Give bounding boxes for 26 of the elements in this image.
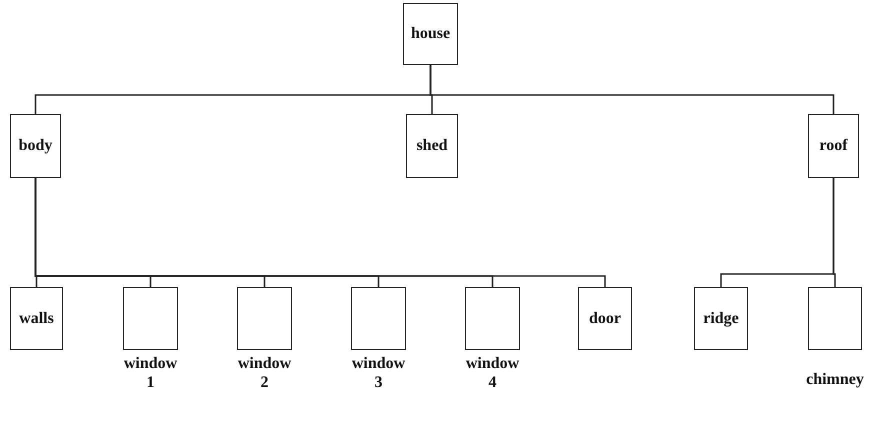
node-box xyxy=(10,114,61,178)
node-caption: window 1 xyxy=(122,354,178,392)
node-label: walls xyxy=(19,310,54,328)
node-box xyxy=(406,114,458,178)
node-label: roof xyxy=(819,137,848,155)
node-label: body xyxy=(18,137,52,155)
empty-box xyxy=(465,287,520,350)
empty-box xyxy=(808,287,862,350)
node-box xyxy=(403,3,458,65)
node-caption: window 3 xyxy=(350,354,406,392)
connector-line xyxy=(832,178,836,287)
node-label: door xyxy=(589,310,621,328)
node-label: house xyxy=(410,25,450,43)
node-caption: chimney xyxy=(805,370,865,389)
node-box xyxy=(578,287,632,350)
empty-box xyxy=(237,287,292,350)
node-label: ridge xyxy=(703,310,739,328)
node-caption: window 4 xyxy=(464,354,520,392)
node-caption: window 2 xyxy=(236,354,292,392)
node-box xyxy=(694,287,748,350)
empty-box xyxy=(351,287,406,350)
node-label: shed xyxy=(416,137,448,155)
node-box xyxy=(10,287,63,350)
connector-line xyxy=(430,65,834,114)
empty-box xyxy=(123,287,178,350)
node-box xyxy=(808,114,859,178)
